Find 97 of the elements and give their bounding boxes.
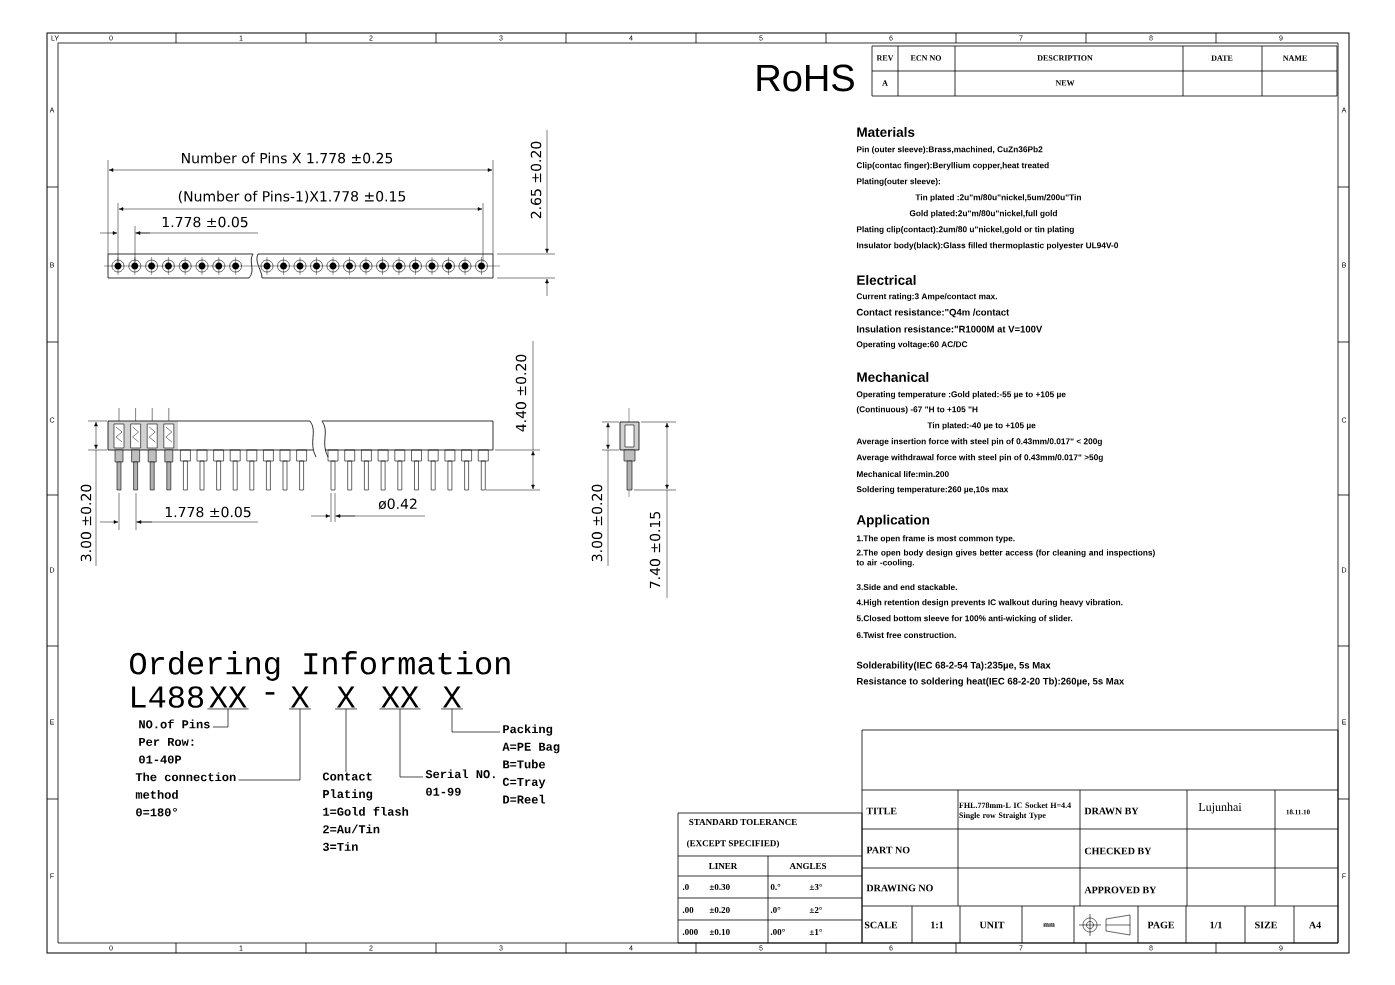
section-heading: Electrical <box>857 275 916 285</box>
spec-text: Average withdrawal force with steel pin of 0.43mm/0.017" >50g <box>856 454 1103 462</box>
section-heading: Mechanical <box>857 372 929 382</box>
leader-line <box>399 708 424 778</box>
option-description: Packing A=PE Bag B=Tube C=Tray D=Reel <box>502 724 560 804</box>
title-block-value: Lujunhai <box>1198 802 1242 814</box>
spec-text: 4.High retention design prevents IC walkout during heavy vibration. <box>856 599 1123 607</box>
dimension-text: 1.778 ±0.05 <box>165 506 251 518</box>
spec-text: Tin plated:-40 µe to +105 µe <box>927 422 1036 430</box>
option-description: NO.of Pins Per Row: 01-40P <box>139 719 210 764</box>
spec-text: Tin plated :2u"m/80u"nickel,5um/200u"Tin <box>915 194 1081 202</box>
code-segment: XX <box>207 686 249 710</box>
table-header: DATE <box>1211 55 1233 61</box>
spec-text: Soldering temperature:260 µe,10s max <box>856 486 1009 494</box>
dimension-text: 3.00 ±0.20 <box>80 484 92 562</box>
spec-text: Operating temperature :Gold plated:-55 µe to +105 µe <box>856 391 1066 399</box>
dimension-text: (Number of Pins-1)X1.778 ±0.15 <box>178 190 406 204</box>
section-heading: Ordering Information <box>130 651 510 681</box>
spec-text: Resistance to soldering heat(IEC 68-2-20 Tb):260µe, 5s Max <box>857 677 1125 687</box>
code-segment: XX <box>379 686 421 710</box>
spec-text: (Continuous) -67 "H to +105 "H <box>856 406 978 414</box>
table-cell: ±1° <box>809 929 822 935</box>
spec-text: 5.Closed bottom sleeve for 100% anti-wicking of slider. <box>856 615 1073 623</box>
spec-text: Average insertion force with steel pin of 0.43mm/0.017" < 200g <box>856 438 1102 446</box>
table-cell: A <box>882 80 888 86</box>
option-description: The connection method 0=180° <box>135 772 236 817</box>
title-block-label: DRAWN BY <box>1084 807 1139 815</box>
table-header: ECN NO <box>910 55 942 61</box>
spec-text: Plating(outer sleeve): <box>856 178 940 186</box>
table-cell: 0.° <box>770 883 781 891</box>
title-block-value: A4 <box>1309 921 1321 929</box>
table-cell: .00° <box>770 928 785 936</box>
spec-text: Clip(contac finger):Beryllium copper,heat treated <box>856 162 1049 170</box>
table-cell: ±2° <box>809 907 822 913</box>
dimension-text: 7.40 ±0.15 <box>649 512 661 589</box>
spec-text: Contact resistance:"Q4m /contact <box>856 308 1010 318</box>
table-cell: ±3° <box>809 883 822 891</box>
leader-line <box>238 708 301 781</box>
dimension-text: ø0.42 <box>378 498 417 510</box>
table-cell: .0 <box>682 883 689 891</box>
title-block-label: TITLE <box>866 807 897 815</box>
table-header: (EXCEPT SPECIFIED) <box>687 839 779 849</box>
option-description: Contact Plating 1=Gold flash 2=Au/Tin 3=Tin <box>322 772 409 851</box>
spec-text: 1.The open frame is most common type. <box>856 535 1015 543</box>
spec-text: 6.Twist free construction. <box>856 631 956 639</box>
spec-text: Insulation resistance:"R1000M at V=100V <box>857 325 1043 333</box>
title-block-value: 1/1 <box>1210 921 1222 929</box>
spec-text: Current rating:3 Ampe/contact max. <box>856 293 997 301</box>
spec-text: 2.The open body design gives better access (for cleaning and inspections) to air -cooling. <box>856 549 1155 568</box>
spec-text: Insulator body(black):Glass filled thermoplastic polyester UL94V-0 <box>856 242 1119 250</box>
title-block-label: PAGE <box>1147 921 1174 929</box>
dimension-text: 4.40 ±0.20 <box>515 354 527 432</box>
table-cell: .000 <box>682 928 698 936</box>
spec-text: Solderability(IEC 68-2-54 Ta):235µe, 5s Max <box>856 661 1051 671</box>
spec-text: Mechanical life:min.200 <box>856 470 949 478</box>
title-block-label: UNIT <box>979 921 1005 929</box>
section-heading: Application <box>856 514 930 528</box>
code-segment: X <box>334 686 358 710</box>
leader-line <box>345 708 347 773</box>
section-heading: Materials <box>857 127 915 137</box>
compliance-text: RoHS <box>757 64 854 92</box>
spec-text: Pin (outer sleeve):Brass,machined, CuZn36Pb2 <box>856 146 1043 154</box>
title-block-label: APPROVED BY <box>1084 886 1157 894</box>
code-segment: X <box>440 686 464 710</box>
title-block-value: FHL.778mm-L IC Socket H=4.4 Single row Straight Type <box>959 802 1071 820</box>
spec-text: Plating clip(contact):2um/80 u"nickel,gold or tin plating <box>856 226 1074 234</box>
dimension-text: 3.00 ±0.20 <box>591 484 603 562</box>
spec-text: Gold plated:2u"m/80u"nickel,full gold <box>909 210 1057 218</box>
dimension-text: 1.778 ±0.05 <box>162 216 248 228</box>
table-header: LINER <box>708 863 738 869</box>
table-header: DESCRIPTION <box>1037 55 1093 61</box>
table-cell: ±0.10 <box>709 928 730 936</box>
table-header: NAME <box>1282 55 1307 61</box>
spec-text: 3.Side and end stackable. <box>856 583 957 591</box>
spec-text: Operating voltage:60 AC/DC <box>856 341 968 349</box>
title-block-label: CHECKED BY <box>1084 847 1152 855</box>
table-cell: ±0.20 <box>709 906 730 914</box>
title-block-value: 1:1 <box>931 921 944 929</box>
dimension-text: 2.65 ±0.20 <box>530 141 542 219</box>
part-code-text: L488 <box>132 686 204 708</box>
title-block-label: PART NO <box>866 846 910 854</box>
table-cell: .0° <box>770 906 781 914</box>
table-header: REV <box>876 55 894 61</box>
leader-line <box>451 708 501 733</box>
title-block-label: SIZE <box>1255 921 1277 929</box>
table-cell: NEW <box>1055 80 1075 86</box>
table-cell: .00 <box>682 906 694 914</box>
table-cell: ±0.30 <box>709 883 730 891</box>
table-header: ANGLES <box>789 862 827 870</box>
dimension-text: Number of Pins X 1.778 ±0.25 <box>182 152 393 164</box>
title-block-label: SCALE <box>864 921 898 929</box>
code-segment: X <box>288 686 312 710</box>
option-description: Serial NO. 01-99 <box>425 769 495 796</box>
title-block-label: DRAWING NO <box>866 884 933 892</box>
leader-line <box>212 708 229 728</box>
table-header: STANDARD TOLERANCE <box>689 818 797 826</box>
part-code-text: - <box>265 692 275 695</box>
